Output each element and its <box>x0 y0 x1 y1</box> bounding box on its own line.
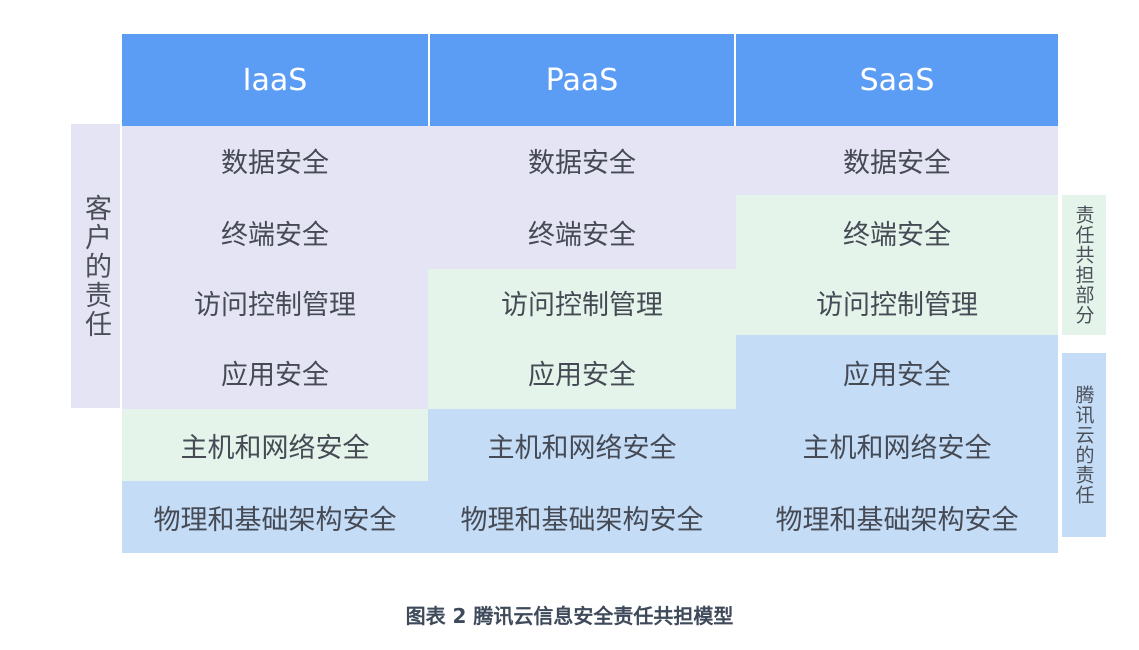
shared-responsibility-label: 责任共担部分 <box>1062 195 1106 335</box>
saas-data-security: 数据安全 <box>736 126 1058 195</box>
header-iaas: IaaS <box>122 34 428 126</box>
paas-host-network-security: 主机和网络安全 <box>428 409 736 481</box>
paas-app-security: 应用安全 <box>428 335 736 409</box>
figure-caption: 图表 2 腾讯云信息安全责任共担模型 <box>405 604 734 628</box>
iaas-host-network-security: 主机和网络安全 <box>122 409 428 481</box>
iaas-data-security: 数据安全 <box>122 126 428 195</box>
header-paas: PaaS <box>430 34 734 126</box>
customer-responsibility-label: 客户的责任 <box>71 124 120 408</box>
header-saas: SaaS <box>736 34 1058 126</box>
tencent-responsibility-text: 腾讯云的责任 <box>1072 385 1095 505</box>
saas-physical-infra-security: 物理和基础架构安全 <box>736 481 1058 553</box>
paas-data-security: 数据安全 <box>428 126 736 195</box>
saas-endpoint-security: 终端安全 <box>736 195 1058 269</box>
saas-host-network-security: 主机和网络安全 <box>736 409 1058 481</box>
saas-app-security: 应用安全 <box>736 335 1058 409</box>
iaas-physical-infra-security: 物理和基础架构安全 <box>122 481 428 553</box>
tencent-responsibility-label: 腾讯云的责任 <box>1062 353 1106 537</box>
paas-physical-infra-security: 物理和基础架构安全 <box>428 481 736 553</box>
shared-responsibility-text: 责任共担部分 <box>1072 205 1095 325</box>
iaas-endpoint-security: 终端安全 <box>122 195 428 269</box>
paas-access-control: 访问控制管理 <box>428 269 736 335</box>
paas-endpoint-security: 终端安全 <box>428 195 736 269</box>
customer-responsibility-text: 客户的责任 <box>80 193 111 339</box>
iaas-access-control: 访问控制管理 <box>122 269 428 335</box>
iaas-app-security: 应用安全 <box>122 335 428 409</box>
saas-access-control: 访问控制管理 <box>736 269 1058 335</box>
